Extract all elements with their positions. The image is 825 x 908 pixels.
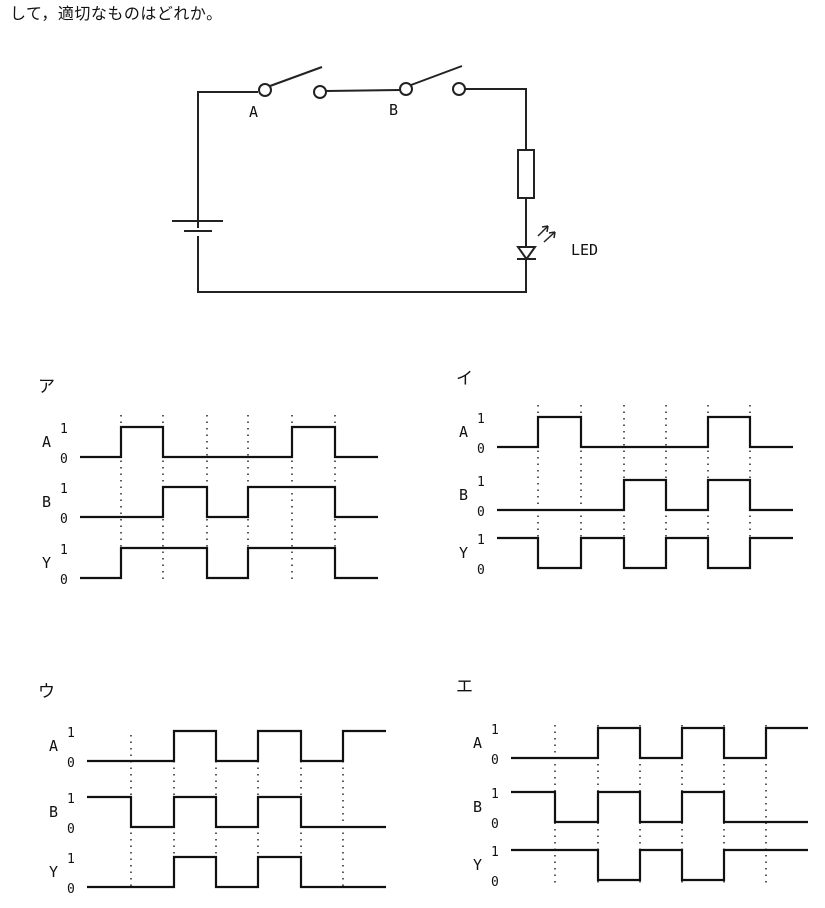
signal-name-label: B [42,493,51,511]
level-high-label: 1 [67,726,75,741]
switch-b-label: B [389,101,398,119]
signal-waveform-b [511,790,808,824]
signal-name-label: A [459,423,468,441]
level-high-label: 1 [491,787,499,802]
switch-a-label: A [249,103,258,121]
level-high-label: 1 [477,533,485,548]
option-label: イ [456,369,473,389]
signal-name-label: Y [459,544,468,562]
led-symbol [516,225,556,288]
wire-bottom [197,236,527,293]
signal-name-label: Y [42,554,51,572]
signal-name-label: B [459,486,468,504]
signal-waveform-b [497,478,793,512]
switch-b-lever [410,65,463,86]
signal-name-label: B [49,803,58,821]
wire-right-top [465,88,527,150]
signal-name-label: B [473,798,482,816]
level-high-label: 1 [67,852,75,867]
signal-waveform-y [80,546,378,580]
wire-between-switches [325,89,401,92]
option-label: ア [38,377,55,397]
signal-name-label: Y [473,856,482,874]
option-label: ウ [38,682,55,702]
signal-waveform-y [511,848,808,882]
signal-waveform-y [87,855,386,889]
level-low-label: 0 [60,452,68,467]
led-label: LED [571,241,598,259]
level-low-label: 0 [477,505,485,520]
signal-name-label: A [42,433,51,451]
level-low-label: 0 [491,875,499,890]
signal-waveform-b [87,795,386,829]
switch-b-terminal-1 [399,82,413,96]
level-low-label: 0 [67,822,75,837]
signal-name-label: Y [49,863,58,881]
level-low-label: 0 [491,753,499,768]
level-high-label: 1 [60,422,68,437]
signal-waveform-a [80,425,378,459]
level-low-label: 0 [60,512,68,527]
level-high-label: 1 [477,475,485,490]
switch-a-lever [269,66,323,87]
level-low-label: 0 [67,756,75,771]
level-high-label: 1 [477,412,485,427]
signal-name-label: A [49,737,58,755]
level-high-label: 1 [60,482,68,497]
signal-waveform-a [511,726,808,760]
level-high-label: 1 [491,845,499,860]
level-high-label: 1 [60,543,68,558]
level-low-label: 0 [491,817,499,832]
signal-waveform-a [497,415,793,449]
level-high-label: 1 [491,723,499,738]
switch-b-terminal-2 [452,82,466,96]
level-low-label: 0 [477,563,485,578]
level-low-label: 0 [477,442,485,457]
signal-waveform-y [497,536,793,570]
question-text: して，適切なものはどれか。 [10,4,223,23]
wire-left-top [197,91,258,228]
circuit-diagram: A B LED [172,65,598,293]
level-high-label: 1 [67,792,75,807]
level-low-label: 0 [67,882,75,897]
switch-a-terminal-2 [313,85,327,99]
signal-name-label: A [473,734,482,752]
signal-waveform-b [80,485,378,519]
switch-a-terminal-1 [258,83,272,97]
signal-waveform-a [87,729,386,763]
level-low-label: 0 [60,573,68,588]
resistor [517,149,535,199]
option-label: エ [456,677,473,697]
